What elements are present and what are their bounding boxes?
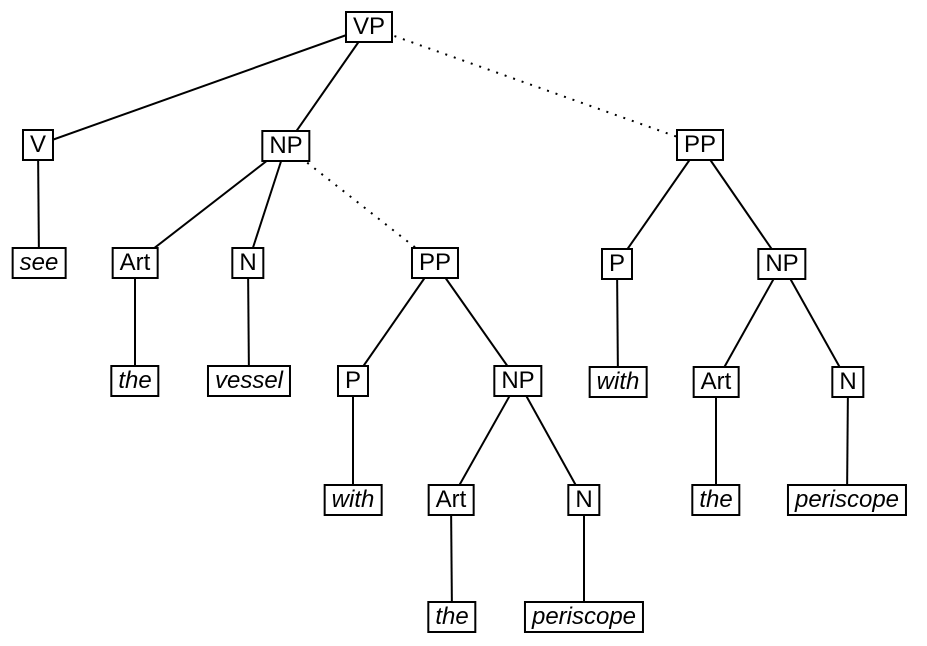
tree-node-n_mid: N [567,484,601,516]
tree-edge-n_right-persc_right [846,381,849,501]
tree-node-art_left: Art [111,247,159,279]
tree-node-the_right: the [691,484,741,516]
tree-edge-pp_mid-np_mid [434,262,519,382]
tree-edge-art_mid-the_mid [450,499,453,618]
tree-node-with_mid: with [323,484,383,516]
tree-edge-pp_mid-p_mid [352,262,436,382]
tree-node-p_mid: P [336,365,370,397]
tree-node-n_left: N [231,247,265,279]
tree-edge-np_mid-n_mid [517,380,585,501]
tree-edge-np_right-art_right [715,263,783,383]
tree-node-pp_mid: PP [410,247,460,279]
tree-node-vp: VP [344,11,394,43]
tree-edge-np_mid-art_mid [450,380,519,501]
tree-edge-p_right-with_right [616,263,619,383]
tree-node-with_right: with [588,366,648,398]
tree-node-v: V [21,129,55,161]
tree-edge-vp-pp_right [368,26,701,146]
tree-edge-n_left-vessel [247,262,250,382]
tree-edge-pp_right-np_right [699,144,783,265]
tree-node-the_left: the [110,365,160,397]
tree-node-persc_mid: periscope [523,601,645,633]
tree-node-the_mid: the [427,601,477,633]
tree-edge-vp-np_top [285,26,370,147]
tree-node-art_mid: Art [427,484,475,516]
tree-node-see: see [11,247,67,279]
tree-edge-np_top-art_left [134,145,287,264]
tree-node-n_right: N [831,366,865,398]
tree-edge-np_right-n_right [781,263,849,383]
tree-edge-v-see [37,144,40,264]
tree-edge-np_top-pp_mid [285,145,436,264]
tree-node-p_right: P [600,248,634,280]
tree-node-persc_right: periscope [786,484,908,516]
tree-node-vessel: vessel [206,365,292,397]
tree-node-pp_right: PP [675,129,725,161]
tree-edge-vp-v [37,26,370,146]
tree-node-art_right: Art [692,366,740,398]
tree-node-np_mid: NP [493,365,543,397]
tree-node-np_right: NP [757,248,807,280]
tree-edge-np_top-n_left [247,145,287,264]
tree-edge-pp_right-p_right [616,144,701,265]
tree-node-np_top: NP [261,130,311,162]
